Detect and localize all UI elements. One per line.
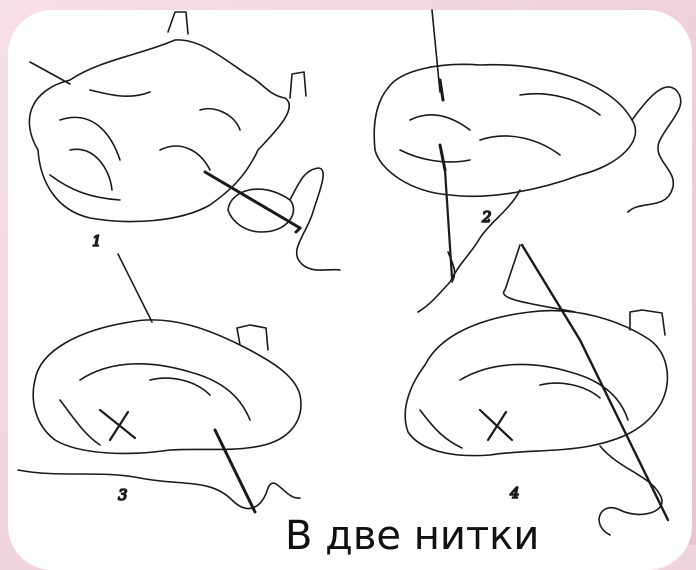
caption-title: В две нитки xyxy=(285,512,615,560)
figure-2-bird xyxy=(374,10,681,312)
figure-number-3: 3 xyxy=(118,486,128,504)
trussing-illustration: 1 2 3 4 xyxy=(0,0,696,545)
figure-number-1: 1 xyxy=(92,232,102,250)
figure-number-4: 4 xyxy=(509,484,520,502)
figure-1-bird xyxy=(29,12,340,270)
figure-number-2: 2 xyxy=(481,208,492,226)
figure-3-bird xyxy=(18,254,301,512)
